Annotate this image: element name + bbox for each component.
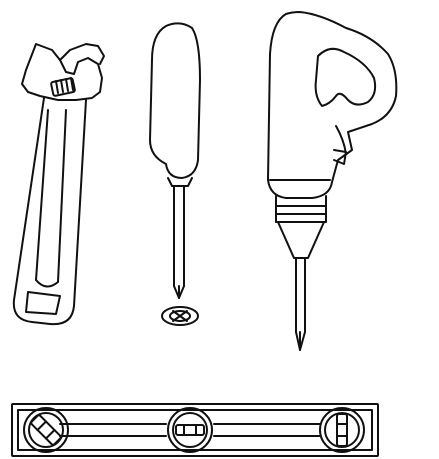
spirit-level-icon: [11, 403, 379, 457]
adjustable-wrench-icon: [12, 43, 105, 326]
phillips-screwdriver-icon: [149, 22, 201, 326]
cordless-drill-icon: [267, 11, 398, 351]
